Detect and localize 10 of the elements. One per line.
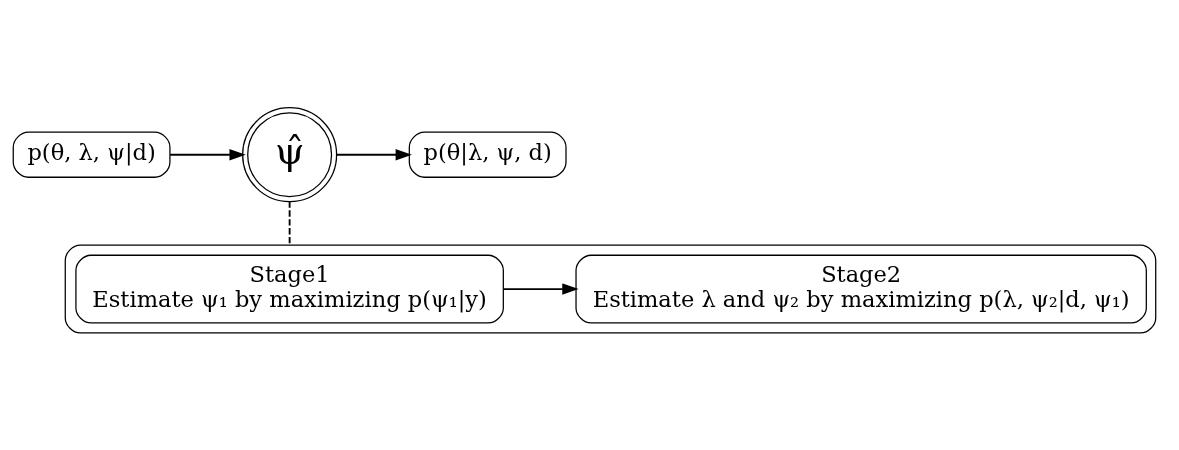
- arrow: [169, 148, 246, 160]
- cluster: [64, 244, 1157, 334]
- node-box: p(θ|λ, ψ, d): [408, 131, 567, 178]
- node-box: p(θ, λ, ψ|d): [12, 131, 171, 178]
- arrow: [335, 148, 412, 160]
- arrow: [502, 282, 579, 295]
- node-circle: ψ̂: [242, 106, 338, 202]
- node-box: Stage2 Estimate λ and ψ₂ by maximizing p(λ, ψ₂|d, ψ₁): [575, 254, 1147, 324]
- node-box: Stage1 Estimate ψ₁ by maximizing p(ψ₁|y): [75, 254, 504, 324]
- connector: [288, 200, 291, 246]
